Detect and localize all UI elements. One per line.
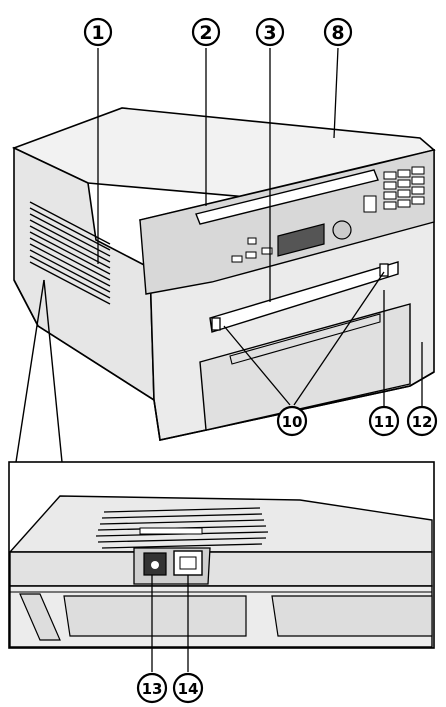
callout-11: 11 <box>368 405 400 437</box>
telephone-jack <box>173 550 203 576</box>
callout-1: 1 <box>83 17 113 47</box>
paper-guides <box>211 263 389 331</box>
callout-1-label: 1 <box>91 22 104 44</box>
callout-8: 8 <box>323 17 353 47</box>
callout-3: 3 <box>255 17 285 47</box>
navigator-key <box>332 220 352 240</box>
callout-13: 13 <box>136 672 168 704</box>
inset-rear-view <box>8 495 433 648</box>
lcd-display <box>277 223 325 257</box>
callout-2-label: 2 <box>199 22 212 44</box>
callout-11-label: 11 <box>374 413 395 431</box>
dial-keypad <box>363 166 425 213</box>
printer-bottom-edge <box>13 279 435 441</box>
document-slot <box>195 169 379 225</box>
paper-input-tray <box>199 303 411 431</box>
leader-lines <box>97 47 423 406</box>
callout-14: 14 <box>172 672 204 704</box>
tray-handle <box>229 313 381 365</box>
callout-10: 10 <box>276 405 308 437</box>
callout-12: 12 <box>406 405 438 437</box>
callout-12-label: 12 <box>412 413 433 431</box>
paper-exit-slot <box>209 261 399 333</box>
inset-leader-lines <box>151 575 189 672</box>
callout-10-label: 10 <box>282 413 303 431</box>
callout-2: 2 <box>191 17 221 47</box>
callout-13-label: 13 <box>142 680 163 698</box>
callout-8-label: 8 <box>331 22 344 44</box>
callout-3-label: 3 <box>263 22 276 44</box>
control-panel <box>139 149 435 295</box>
zoom-connector <box>15 279 63 463</box>
side-vent-grille <box>29 201 111 305</box>
panel-buttons-left <box>231 237 273 263</box>
callout-14-label: 14 <box>178 680 199 698</box>
